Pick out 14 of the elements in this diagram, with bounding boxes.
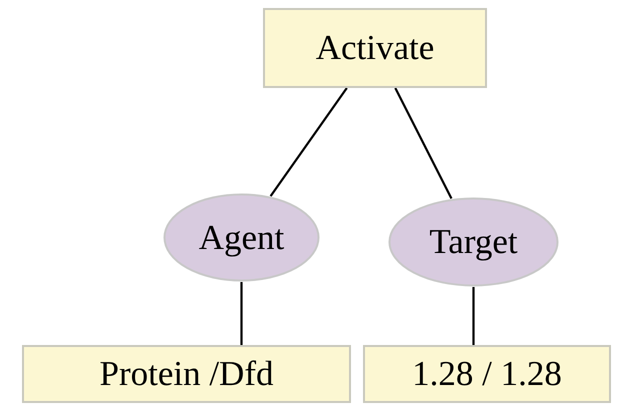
node-label: Agent (198, 218, 284, 258)
ellipse-node (163, 193, 320, 282)
node-label: Protein /Dfd (99, 354, 274, 394)
process-box (22, 345, 351, 403)
ellipse-node (388, 197, 559, 287)
connector-line (394, 88, 452, 200)
node-label: Target (429, 222, 518, 262)
connector-line (270, 87, 348, 197)
connector-line (472, 287, 475, 345)
process-box (263, 8, 487, 88)
node-label: Activate (316, 28, 434, 68)
process-box (363, 345, 611, 403)
connector-line (240, 282, 243, 345)
node-label: 1.28 / 1.28 (412, 354, 562, 394)
